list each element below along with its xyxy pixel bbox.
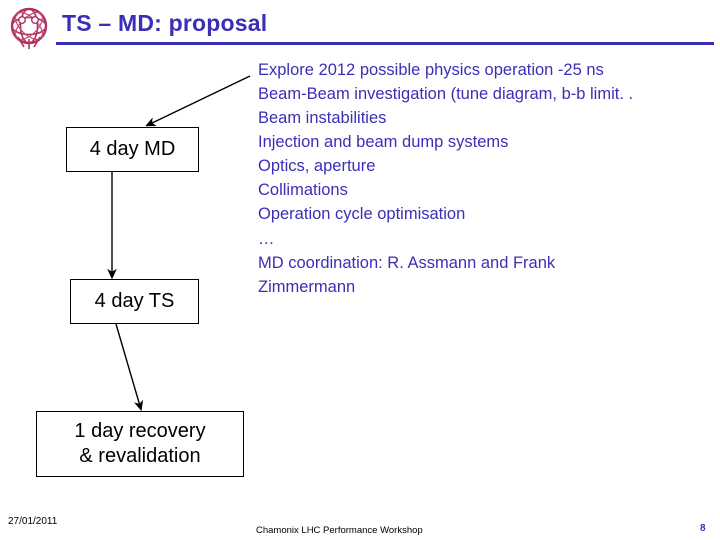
footer-page-number: 8 [700,523,706,534]
arrow-ts-to-recovery [115,323,144,412]
title-divider [56,42,714,45]
body-text-block: Explore 2012 possible physics operation … [258,61,634,296]
page-title: TS – MD: proposal [62,10,268,36]
flow-box-4-day-ts: 4 day TS [70,279,199,324]
cern-style-emblem-logo [6,6,52,50]
flow-box-4-day-md: 4 day MD [66,127,199,172]
footer-date: 27/01/2011 [8,516,58,527]
arrow-body-to-md [145,75,251,127]
footer-event-name: Chamonix LHC Performance Workshop [256,525,423,536]
flow-box-recovery-revalidation: 1 day recovery & revalidation [36,411,244,477]
